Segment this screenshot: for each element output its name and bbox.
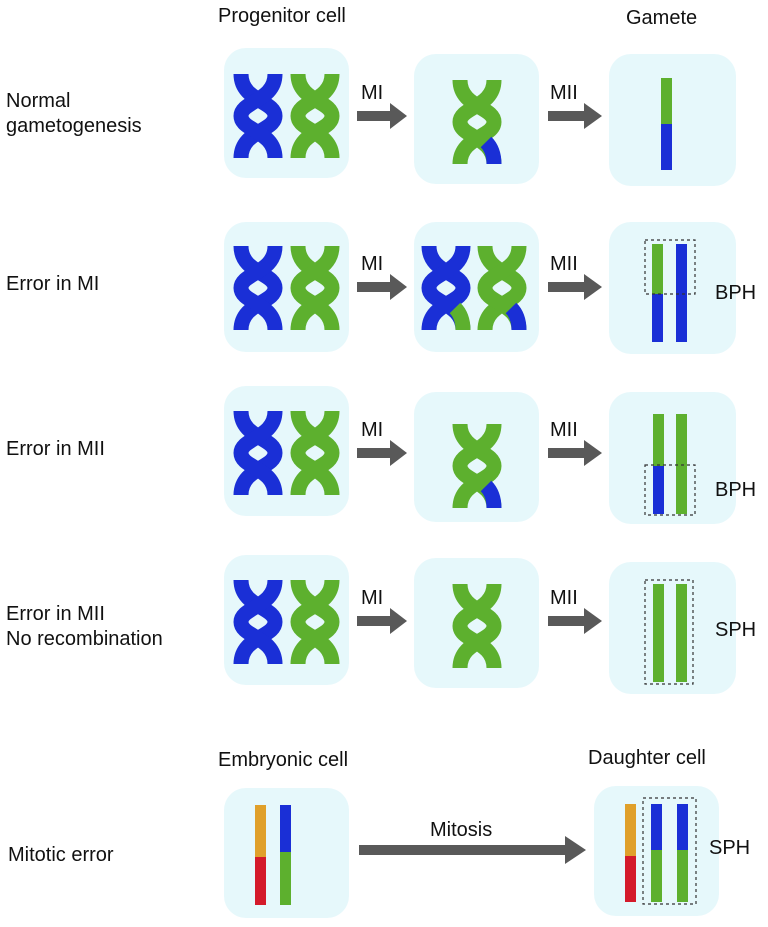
arrow-right-icon [357, 103, 407, 129]
sph-highlight-box [642, 797, 697, 905]
row1-gamete-chromatid [661, 78, 672, 170]
header-daughter-cell: Daughter cell [588, 747, 706, 769]
row1-progenitor-chromosomes [241, 74, 332, 158]
step-label-mii: MII [550, 253, 578, 275]
arrow-right-icon [357, 440, 407, 466]
recombined-blue-segment [486, 142, 494, 164]
arrow-right-icon [548, 274, 602, 300]
blue-chromosome [241, 246, 275, 330]
row-label-error-mii-norec-line2: No recombination [6, 628, 163, 650]
result-label-sph: SPH [709, 837, 750, 859]
blue-segment [677, 804, 688, 850]
daughter-chromatids [625, 797, 697, 905]
bph-highlight-box [644, 239, 696, 295]
step-label-mi: MI [361, 82, 383, 104]
result-label-bph: BPH [715, 282, 756, 304]
step-label-mitosis: Mitosis [430, 819, 492, 841]
row2-progenitor-chromosomes [241, 246, 332, 330]
bph-highlight-box [644, 464, 696, 516]
row1-after-mi-chromosome [460, 80, 494, 164]
blue-chromosome [241, 580, 275, 664]
step-label-mii: MII [550, 419, 578, 441]
header-embryonic-cell: Embryonic cell [218, 749, 349, 771]
step-label-mii: MII [550, 82, 578, 104]
blue-segment [661, 124, 672, 170]
cell-row4-gamete [609, 562, 736, 694]
arrow-right-icon [548, 103, 602, 129]
green-chromosome [460, 584, 494, 668]
orange-segment [625, 804, 636, 856]
row-label-mitotic-error: Mitotic error [8, 844, 114, 866]
step-label-mi: MI [361, 253, 383, 275]
cell-row2-gamete [609, 222, 736, 354]
blue-chromosome [241, 74, 275, 158]
orange-segment [255, 805, 266, 857]
result-label-bph: BPH [715, 479, 756, 501]
result-label-sph: SPH [715, 619, 756, 641]
green-segment [280, 852, 291, 905]
red-segment [255, 857, 266, 905]
header-progenitor-cell: Progenitor cell [218, 5, 346, 27]
row3-after-mi-chromosome [460, 424, 494, 508]
blue-segment [651, 804, 662, 850]
row4-after-mi-chromosome [460, 584, 494, 668]
green-segment [653, 414, 664, 466]
cell-row1-after-mi [414, 54, 539, 184]
green-chromosome [298, 74, 332, 158]
row-label-error-mii-norec-line1: Error in MII [6, 603, 105, 625]
row4-gamete-chromatids [644, 579, 694, 685]
green-chromatid [676, 584, 687, 682]
blue-segment [652, 294, 663, 342]
recombined-green-segment [455, 308, 463, 330]
green-chromosome [298, 411, 332, 495]
blue-chromatid [676, 244, 687, 342]
arrows [357, 103, 602, 864]
arrow-right-icon [357, 608, 407, 634]
step-label-mi: MI [361, 587, 383, 609]
arrow-right-icon [548, 440, 602, 466]
row3-gamete-chromatids [644, 414, 696, 516]
recombined-blue-segment [511, 308, 519, 330]
green-chromosome [298, 246, 332, 330]
red-segment [625, 856, 636, 902]
arrow-right-icon [357, 274, 407, 300]
blue-chromosome [241, 411, 275, 495]
arrow-right-icon [548, 608, 602, 634]
blue-segment [653, 466, 664, 514]
recombined-blue-segment [486, 486, 494, 508]
arrow-right-icon [359, 836, 586, 864]
cell-row3-gamete [609, 392, 736, 524]
cell-row4-after-mi [414, 558, 539, 688]
sph-highlight-box [644, 579, 694, 685]
green-segment [677, 850, 688, 902]
row-label-normal-line2: gametogenesis [6, 115, 142, 137]
header-gamete: Gamete [626, 7, 698, 29]
row-label-normal-line1: Normal [6, 90, 71, 112]
green-chromosome [298, 580, 332, 664]
green-segment [652, 244, 663, 294]
cell-row1-gamete [609, 54, 736, 186]
embryonic-chromatids [255, 805, 291, 905]
step-label-mii: MII [550, 587, 578, 609]
step-label-mi: MI [361, 419, 383, 441]
green-segment [661, 78, 672, 124]
row2-gamete-chromatids [644, 239, 696, 342]
green-chromatid [653, 584, 664, 682]
row-label-error-mi: Error in MI [6, 273, 100, 295]
row4-progenitor-chromosomes [241, 580, 332, 664]
blue-segment [280, 805, 291, 852]
row2-after-mi-chromosomes [429, 246, 519, 330]
green-chromatid [676, 414, 687, 514]
green-segment [651, 850, 662, 902]
row-label-error-mii: Error in MII [6, 438, 105, 460]
row3-progenitor-chromosomes [241, 411, 332, 495]
